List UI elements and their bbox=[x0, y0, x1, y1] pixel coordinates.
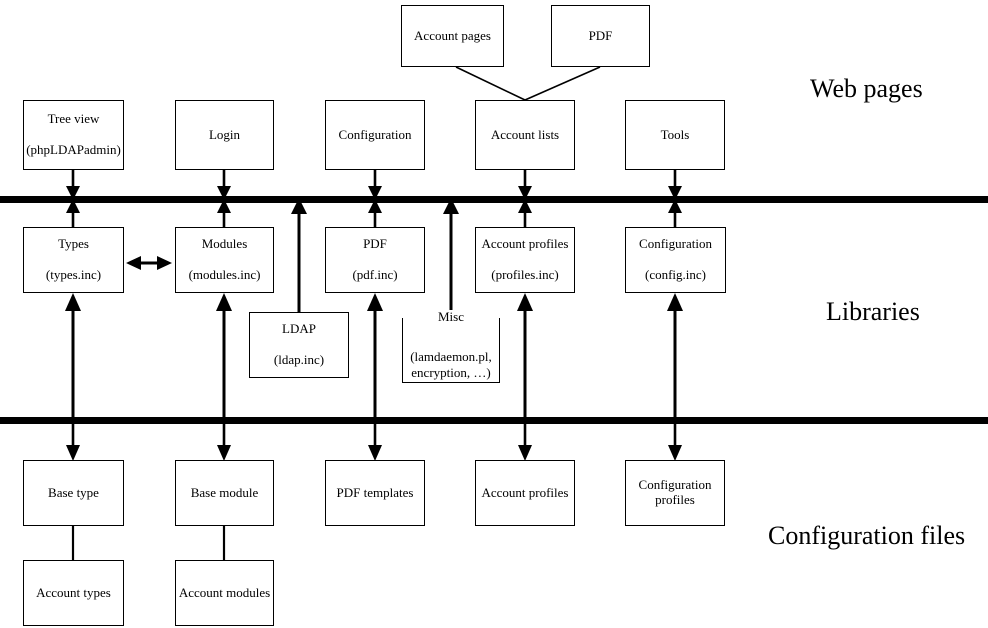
node-tools-title: Tools bbox=[660, 126, 690, 142]
node-ldap-lib[interactable]: LDAP (ldap.inc) bbox=[249, 312, 349, 378]
edge-ldap-up-to-webpages bbox=[291, 198, 307, 312]
node-configuration-lib-title: Configuration bbox=[639, 236, 712, 252]
node-configuration-lib[interactable]: Configuration (config.inc) bbox=[625, 227, 726, 293]
node-login[interactable]: Login bbox=[175, 100, 274, 170]
node-modules-lib-subtitle: (modules.inc) bbox=[188, 267, 261, 282]
node-modules-lib[interactable]: Modules (modules.inc) bbox=[175, 227, 274, 293]
node-pdf-templates-title: PDF templates bbox=[336, 484, 414, 500]
edges-base-to-account bbox=[71, 526, 226, 560]
node-misc-lib[interactable]: Misc (lamdaemon.pl, encryption, …) bbox=[402, 309, 500, 383]
node-ldap-lib-subtitle: (ldap.inc) bbox=[273, 352, 325, 367]
node-configuration-web[interactable]: Configuration bbox=[325, 100, 425, 170]
node-account-profiles-lib-title: Account profiles bbox=[481, 236, 569, 252]
node-base-module-title: Base module bbox=[190, 484, 259, 500]
node-base-type-title: Base type bbox=[48, 484, 99, 500]
node-tree-view-title: Tree view bbox=[47, 111, 100, 127]
node-pdf-lib-subtitle: (pdf.inc) bbox=[352, 267, 398, 282]
node-misc-lib-subtitle: (lamdaemon.pl, encryption, …) bbox=[410, 349, 492, 381]
edge-types-modules-double-arrow bbox=[126, 256, 172, 270]
node-configuration-web-title: Configuration bbox=[338, 126, 412, 142]
node-tree-view[interactable]: Tree view (phpLDAPadmin) bbox=[23, 100, 124, 170]
node-account-profiles-files-title: Account profiles bbox=[481, 484, 569, 500]
node-account-pages[interactable]: Account pages bbox=[401, 5, 504, 67]
node-tools[interactable]: Tools bbox=[625, 100, 725, 170]
band-label-web-pages: Web pages bbox=[810, 74, 923, 103]
node-types-lib-title: Types bbox=[58, 236, 89, 252]
node-configuration-lib-subtitle: (config.inc) bbox=[644, 267, 706, 282]
node-account-types-title: Account types bbox=[36, 584, 111, 600]
band-label-configuration-files: Configuration files bbox=[768, 521, 966, 550]
bus-libraries bbox=[0, 417, 988, 424]
node-account-lists-title: Account lists bbox=[490, 126, 560, 142]
edge-pdf-top-to-account-lists bbox=[524, 66, 601, 101]
node-configuration-profiles-files-title: Configuration profiles bbox=[638, 477, 712, 507]
node-pdf-lib-title: PDF bbox=[363, 236, 387, 252]
edge-account-pages-to-account-lists bbox=[455, 66, 526, 101]
node-account-types[interactable]: Account types bbox=[23, 560, 124, 626]
node-types-lib-subtitle: (types.inc) bbox=[45, 267, 102, 282]
edge-misc-up-to-webpages bbox=[443, 198, 459, 310]
node-account-modules[interactable]: Account modules bbox=[175, 560, 274, 626]
bus-web-pages bbox=[0, 196, 988, 203]
node-types-lib[interactable]: Types (types.inc) bbox=[23, 227, 124, 293]
node-base-type[interactable]: Base type bbox=[23, 460, 124, 526]
node-pdf-templates[interactable]: PDF templates bbox=[325, 460, 425, 526]
node-account-profiles-files[interactable]: Account profiles bbox=[475, 460, 575, 526]
node-account-pages-title: Account pages bbox=[414, 27, 491, 43]
node-account-profiles-lib[interactable]: Account profiles (profiles.inc) bbox=[475, 227, 575, 293]
band-label-libraries: Libraries bbox=[826, 297, 920, 326]
node-login-title: Login bbox=[208, 126, 241, 142]
node-misc-lib-title: Misc bbox=[403, 309, 499, 325]
node-pdf-lib[interactable]: PDF (pdf.inc) bbox=[325, 227, 425, 293]
node-tree-view-subtitle: (phpLDAPadmin) bbox=[26, 142, 121, 157]
node-account-modules-title: Account modules bbox=[178, 584, 271, 600]
edges-bus2-up-to-libraries bbox=[65, 293, 683, 417]
node-ldap-lib-title: LDAP bbox=[282, 321, 316, 337]
node-modules-lib-title: Modules bbox=[201, 236, 248, 252]
node-account-profiles-lib-subtitle: (profiles.inc) bbox=[491, 267, 559, 282]
edges-bus2-down-to-configfiles bbox=[66, 423, 682, 461]
node-account-lists[interactable]: Account lists bbox=[475, 100, 575, 170]
node-pdf-top[interactable]: PDF bbox=[551, 5, 650, 67]
node-configuration-profiles-files[interactable]: Configuration profiles bbox=[625, 460, 725, 526]
edges-libraries-up-to-webpages bbox=[66, 199, 682, 227]
node-pdf-top-title: PDF bbox=[588, 27, 613, 43]
node-base-module[interactable]: Base module bbox=[175, 460, 274, 526]
